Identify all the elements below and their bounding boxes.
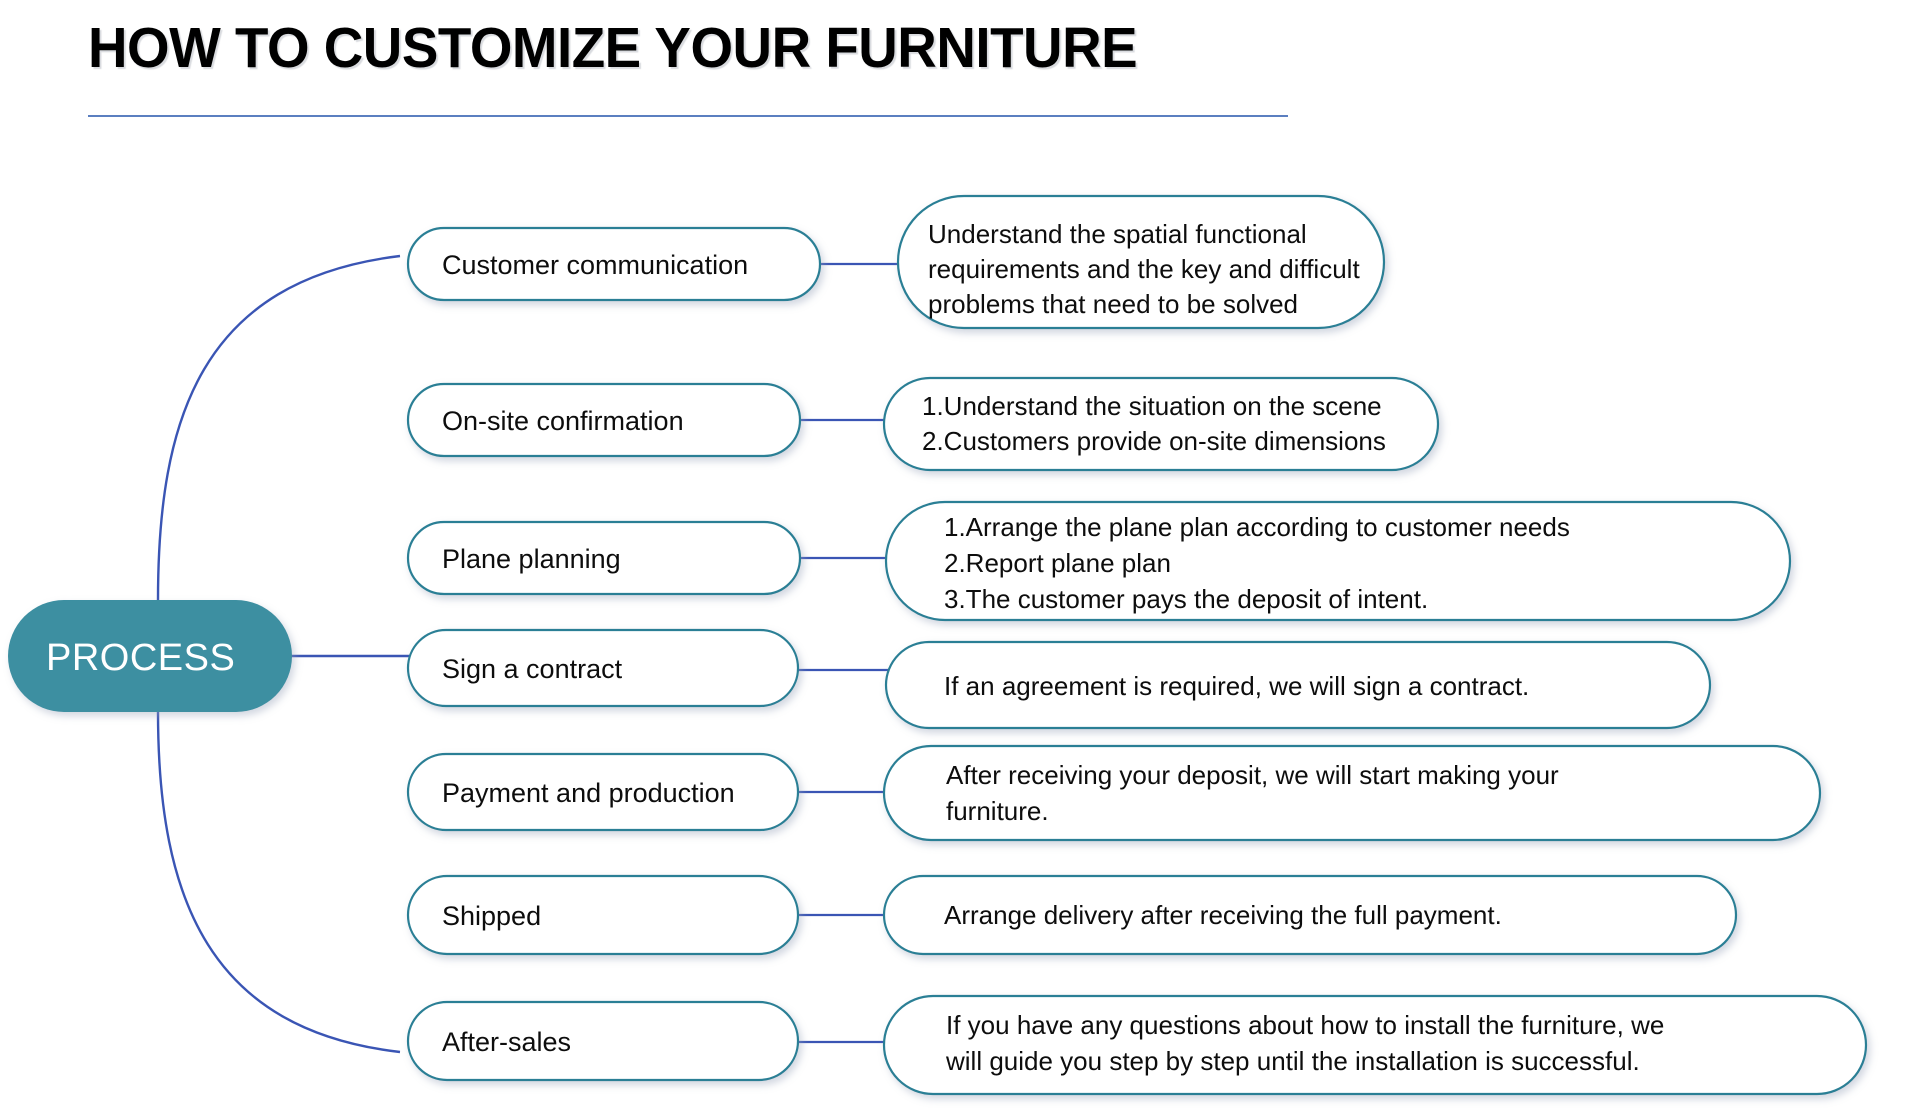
step-detail-3-line-1: 1.Arrange the plane plan according to cu…	[944, 512, 1570, 542]
connector-arc-upper	[156, 254, 401, 601]
step-node-1-shape	[406, 226, 822, 302]
step-row-3: Plane planning 1.Arrange the plane plan …	[406, 500, 1792, 622]
step-detail-7-shape	[882, 994, 1868, 1096]
step-node-5-shape	[406, 752, 800, 832]
root-node-label: PROCESS	[46, 637, 235, 679]
title-block: HOW TO CUSTOMIZE YOUR FURNITURE	[88, 16, 1308, 80]
step-detail-2-line-1: 1.Understand the situation on the scene	[922, 391, 1382, 421]
step-row-2: On-site confirmation 1.Understand the si…	[406, 376, 1440, 472]
step-node-7-label: After-sales	[442, 1027, 571, 1057]
step-detail-5-shape	[882, 744, 1822, 842]
step-node-4[interactable]: Sign a contract	[406, 628, 800, 708]
step-node-6-label: Shipped	[442, 901, 541, 931]
step-node-3-shape	[406, 520, 802, 596]
step-node-3-label: Plane planning	[442, 544, 621, 574]
page-title: HOW TO CUSTOMIZE YOUR FURNITURE	[88, 16, 1138, 80]
step-detail-1-line-1: Understand the spatial functional	[928, 219, 1307, 249]
step-detail-7[interactable]: If you have any questions about how to i…	[882, 994, 1868, 1096]
step-node-3[interactable]: Plane planning	[406, 520, 802, 596]
step-row-4: Sign a contract If an agreement is requi…	[406, 628, 1712, 730]
step-detail-3-shape	[884, 500, 1792, 622]
step-detail-4[interactable]: If an agreement is required, we will sig…	[884, 640, 1712, 730]
root-connectors	[156, 254, 410, 1054]
step-node-2-shape	[406, 382, 802, 458]
step-detail-1-shape	[896, 194, 1386, 330]
step-detail-3-line-3: 3.The customer pays the deposit of inten…	[944, 584, 1428, 614]
step-detail-5-line-1: After receiving your deposit, we will st…	[946, 760, 1559, 790]
title-underline	[88, 115, 1288, 117]
step-detail-2[interactable]: 1.Understand the situation on the scene …	[882, 376, 1440, 472]
step-detail-2-shape	[882, 376, 1440, 472]
step-detail-1-line-2: requirements and the key and difficult	[928, 254, 1360, 284]
step-detail-3-line-2: 2.Report plane plan	[944, 548, 1171, 578]
step-node-4-shape	[406, 628, 800, 708]
step-detail-1-line-3: problems that need to be solved	[928, 289, 1298, 319]
step-detail-6-shape	[882, 874, 1738, 956]
step-row-1: Customer communication Understand the sp…	[406, 194, 1386, 330]
step-detail-4-shape	[884, 640, 1712, 730]
step-row-5: Payment and production After receiving y…	[406, 744, 1822, 842]
step-detail-2-line-2: 2.Customers provide on-site dimensions	[922, 426, 1386, 456]
step-detail-7-line-1: If you have any questions about how to i…	[946, 1010, 1664, 1040]
step-row-7: After-sales If you have any questions ab…	[406, 994, 1868, 1096]
step-node-7-shape	[406, 1000, 800, 1082]
step-node-1[interactable]: Customer communication	[406, 226, 822, 302]
step-detail-4-line-1: If an agreement is required, we will sig…	[944, 671, 1529, 701]
step-detail-1[interactable]: Understand the spatial functional requir…	[896, 194, 1386, 330]
step-node-6[interactable]: Shipped	[406, 874, 800, 956]
step-node-5-label: Payment and production	[442, 778, 735, 808]
step-detail-3[interactable]: 1.Arrange the plane plan according to cu…	[884, 500, 1792, 622]
root-node-shape	[8, 600, 292, 712]
step-node-2-label: On-site confirmation	[442, 406, 684, 436]
step-node-1-label: Customer communication	[442, 250, 748, 280]
step-detail-7-line-2: will guide you step by step until the in…	[945, 1046, 1640, 1076]
connector-arc-lower	[156, 711, 401, 1054]
step-node-7[interactable]: After-sales	[406, 1000, 800, 1082]
step-node-4-label: Sign a contract	[442, 654, 623, 684]
step-detail-5-line-2: furniture.	[946, 796, 1049, 826]
step-detail-6[interactable]: Arrange delivery after receiving the ful…	[882, 874, 1738, 956]
step-detail-6-line-1: Arrange delivery after receiving the ful…	[944, 900, 1502, 930]
step-detail-5[interactable]: After receiving your deposit, we will st…	[882, 744, 1822, 842]
step-node-5[interactable]: Payment and production	[406, 752, 800, 832]
root-node[interactable]: PROCESS	[8, 600, 292, 712]
step-row-6: Shipped Arrange delivery after receiving…	[406, 874, 1738, 956]
step-node-6-shape	[406, 874, 800, 956]
step-node-2[interactable]: On-site confirmation	[406, 382, 802, 458]
